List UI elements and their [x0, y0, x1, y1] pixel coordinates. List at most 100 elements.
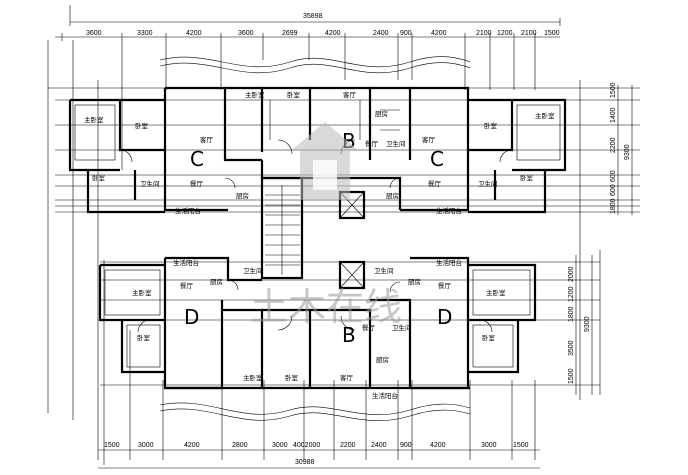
- total-width-top: 35898: [303, 13, 323, 20]
- room-kitchen: 厨房: [210, 277, 223, 286]
- room-master-bedroom: 主卧室: [245, 90, 265, 99]
- room-bathroom: 卫生间: [392, 323, 412, 332]
- total-width-bottom: 30988: [295, 459, 315, 466]
- room-bathroom: 卫生间: [140, 179, 160, 188]
- room-bathroom: 卫生间: [478, 179, 498, 188]
- room-master-bedroom: 主卧室: [243, 373, 263, 382]
- top-dim-5: 2699: [282, 30, 298, 37]
- right-bottom-dim-2: 1200: [568, 286, 575, 302]
- bottom-dim-8: 2400: [371, 442, 387, 449]
- bottom-dim-11: 3000: [481, 442, 497, 449]
- bottom-dim-6: 4002000: [293, 442, 320, 449]
- bottom-dim-1: 1500: [104, 442, 120, 449]
- lower-wing: [98, 256, 537, 421]
- room-master-bedroom: 主卧室: [132, 288, 152, 297]
- top-dim-11: 1200: [497, 30, 513, 37]
- right-bottom-dim-5: 1500: [568, 368, 575, 384]
- room-balcony: 生活阳台: [436, 206, 462, 215]
- top-overall-dimension: 35898: [69, 5, 561, 26]
- room-living: 客厅: [340, 373, 354, 382]
- room-master-bedroom: 主卧室: [535, 111, 555, 120]
- room-dining: 餐厅: [180, 281, 194, 290]
- bottom-dim-4: 2800: [232, 442, 248, 449]
- right-top-dim-6: 1800: [610, 198, 617, 214]
- right-top-dim-5: 600: [610, 184, 617, 196]
- room-kitchen: 厨房: [408, 277, 421, 286]
- room-bathroom: 卫生间: [243, 266, 263, 275]
- bottom-dim-3: 4200: [184, 442, 200, 449]
- stair-core: [260, 176, 366, 290]
- room-balcony: 生活阳台: [372, 391, 398, 400]
- right-top-total: 9300: [624, 144, 631, 160]
- upper-wing: [68, 56, 567, 214]
- unit-letter-c-right: C: [430, 147, 444, 171]
- room-kitchen: 厨房: [236, 191, 249, 200]
- watermark: 土木在线: [250, 122, 402, 329]
- room-living: 客厅: [343, 90, 357, 99]
- right-top-dim-3: 2200: [610, 137, 617, 153]
- top-dim-10: 2100: [476, 30, 492, 37]
- right-top-dim-1: 1500: [610, 82, 617, 98]
- room-bedroom: 卧室: [520, 173, 534, 182]
- room-dining: 餐厅: [190, 179, 204, 188]
- top-dim-1: 3600: [86, 30, 102, 37]
- room-bathroom: 卫生间: [386, 139, 406, 148]
- room-bedroom: 卧室: [137, 333, 151, 342]
- right-top-dim-4: 600: [610, 170, 617, 182]
- room-living: 客厅: [422, 135, 436, 144]
- top-dim-8: 900: [400, 30, 412, 37]
- bottom-dim-7: 2200: [340, 442, 356, 449]
- room-bathroom: 卫生间: [374, 266, 394, 275]
- bottom-dim-5: 3000: [272, 442, 288, 449]
- room-bedroom: 卧室: [92, 173, 106, 182]
- unit-letter-d-right: D: [437, 305, 452, 329]
- top-dim-12: 2100: [521, 30, 537, 37]
- room-balcony: 生活阳台: [175, 206, 201, 215]
- room-kitchen: 厨房: [376, 355, 389, 364]
- right-dimensions-top: 1500 1400 2200 600 600 1800 9300: [610, 82, 633, 215]
- right-bottom-total: 9300: [584, 316, 591, 332]
- room-bedroom: 卧室: [484, 121, 498, 130]
- right-top-dim-2: 1400: [610, 107, 617, 123]
- horizontal-axis-lines: [48, 87, 640, 386]
- bottom-dim-10: 4200: [430, 442, 446, 449]
- room-balcony: 生活阳台: [436, 258, 462, 267]
- unit-letter-c-left: C: [190, 147, 204, 171]
- room-bedroom: 卧室: [287, 90, 301, 99]
- room-balcony: 生活阳台: [173, 258, 199, 267]
- top-dim-13: 1500: [544, 30, 560, 37]
- room-living: 客厅: [200, 135, 214, 144]
- top-dim-4: 3600: [238, 30, 254, 37]
- top-dim-2: 3300: [137, 30, 153, 37]
- right-bottom-dim-3: 1800: [568, 306, 575, 322]
- top-dim-9: 4200: [431, 30, 447, 37]
- right-bottom-dim-1: 2000: [568, 266, 575, 282]
- unit-letter-d-left: D: [184, 305, 199, 329]
- bottom-dim-12: 1500: [513, 442, 529, 449]
- room-dining: 餐厅: [438, 281, 452, 290]
- axis-lines: [47, 33, 601, 465]
- top-dim-3: 4200: [186, 30, 202, 37]
- room-master-bedroom: 主卧室: [486, 288, 506, 297]
- right-dimensions-bottom: 2000 1200 1800 3500 1500 9300: [568, 255, 593, 395]
- room-bedroom: 卧室: [285, 373, 299, 382]
- room-kitchen: 厨房: [375, 109, 388, 118]
- room-labels: 主卧室 卧室 客厅 主卧室 卧室 客厅 厨房 卫生间 餐厅 客厅 卧室 主卧室 …: [84, 90, 555, 400]
- bottom-dimensions: 1500 3000 4200 2800 3000 4002000 2200 24…: [98, 442, 540, 469]
- top-dim-6: 4200: [325, 30, 341, 37]
- room-bedroom: 卧室: [482, 333, 496, 342]
- room-dining: 餐厅: [362, 323, 376, 332]
- right-bottom-dim-4: 3500: [568, 340, 575, 356]
- room-dining: 餐厅: [428, 179, 442, 188]
- watermark-text: 土木在线: [250, 285, 402, 329]
- bottom-dim-9: 900: [400, 442, 412, 449]
- top-segment-dimensions: 3600 3300 4200 3600 2699 4200 2400 900 4…: [55, 30, 560, 41]
- top-dim-7: 2400: [373, 30, 389, 37]
- room-kitchen: 厨房: [386, 191, 399, 200]
- room-master-bedroom: 主卧室: [84, 115, 104, 124]
- unit-letter-b-bottom: B: [342, 323, 356, 347]
- bottom-dim-2: 3000: [138, 442, 154, 449]
- room-dining: 餐厅: [365, 139, 379, 148]
- room-bedroom: 卧室: [135, 121, 149, 130]
